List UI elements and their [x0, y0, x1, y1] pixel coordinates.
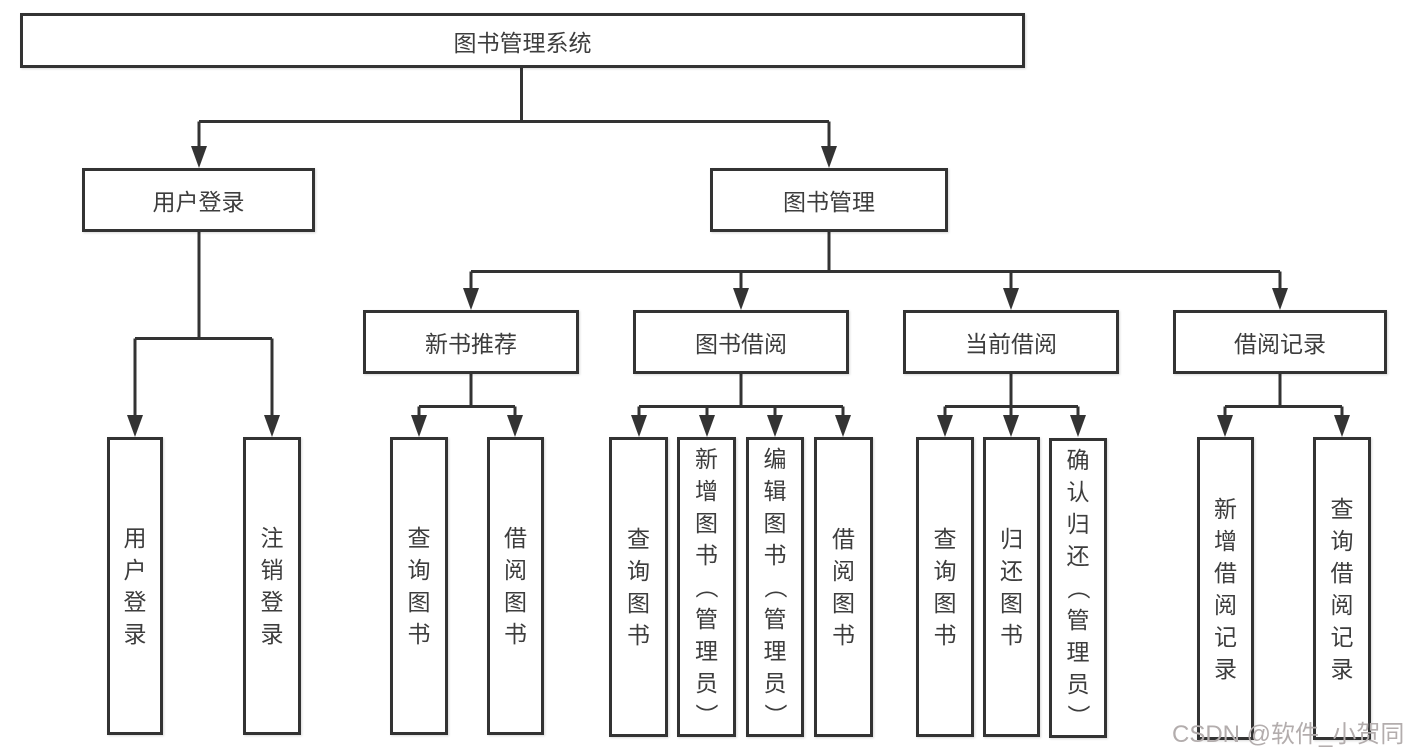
node-add-borrow-record: 新增借阅记录: [1197, 437, 1254, 740]
node-book-borrow: 图书借阅: [633, 310, 849, 374]
connector-current-borrow-split: [937, 374, 1086, 437]
node-confirm-return-admin: 确认归还（管理员）: [1049, 438, 1107, 738]
node-return-books: 归还图书: [983, 437, 1040, 737]
node-user-login: 用户登录: [82, 168, 315, 232]
arrowhead-icon: [1003, 288, 1019, 310]
arrowhead-icon: [937, 415, 953, 437]
arrowhead-icon: [835, 415, 851, 437]
arrowhead-icon: [127, 415, 143, 437]
arrowhead-icon: [767, 415, 783, 437]
arrowhead-icon: [1334, 415, 1350, 437]
connector-line: [943, 374, 1080, 416]
node-query-books-current: 查询图书: [916, 437, 974, 737]
connector-line: [417, 374, 517, 416]
node-borrow-records: 借阅记录: [1173, 310, 1387, 374]
arrowhead-icon: [1272, 288, 1288, 310]
connector-line: [197, 68, 831, 147]
arrowhead-icon: [1217, 415, 1233, 437]
node-user-login-leaf: 用户登录: [107, 437, 163, 735]
connector-book-management-split: [463, 232, 1288, 310]
arrowhead-icon: [821, 146, 837, 168]
arrowhead-icon: [264, 415, 280, 437]
connector-new-book-recommend-split: [411, 374, 523, 437]
arrowhead-icon: [463, 288, 479, 310]
node-add-books-admin: 新增图书（管理员）: [677, 437, 736, 737]
node-new-book-recommend: 新书推荐: [363, 310, 579, 374]
node-query-books-recommend: 查询图书: [390, 437, 448, 735]
node-borrow-books-recommend: 借阅图书: [487, 437, 544, 735]
connector-borrow-records-split: [1217, 374, 1350, 437]
arrowhead-icon: [191, 146, 207, 168]
arrowhead-icon: [699, 415, 715, 437]
connector-line: [1223, 374, 1344, 416]
arrowhead-icon: [411, 415, 427, 437]
connector-book-borrow-split: [631, 374, 851, 437]
arrowhead-icon: [733, 288, 749, 310]
connector-line: [637, 374, 845, 416]
connector-user-login-split: [127, 232, 280, 437]
node-logout-leaf: 注销登录: [243, 437, 301, 735]
connector-line: [133, 232, 274, 416]
node-borrow-books-leaf: 借阅图书: [814, 437, 873, 737]
connector-root-split: [191, 68, 837, 168]
connector-line: [469, 232, 1282, 289]
node-query-books-borrow: 查询图书: [609, 437, 668, 737]
arrowhead-icon: [507, 415, 523, 437]
node-current-borrow: 当前借阅: [903, 310, 1119, 374]
node-root: 图书管理系统: [20, 13, 1025, 68]
arrowhead-icon: [1003, 415, 1019, 437]
node-query-borrow-record: 查询借阅记录: [1313, 437, 1371, 740]
arrowhead-icon: [631, 415, 647, 437]
node-edit-books-admin: 编辑图书（管理员）: [746, 437, 804, 737]
arrowhead-icon: [1070, 415, 1086, 437]
node-book-management: 图书管理: [710, 168, 948, 232]
csdn-watermark: CSDN @软件_小贺同学: [1172, 721, 1405, 747]
